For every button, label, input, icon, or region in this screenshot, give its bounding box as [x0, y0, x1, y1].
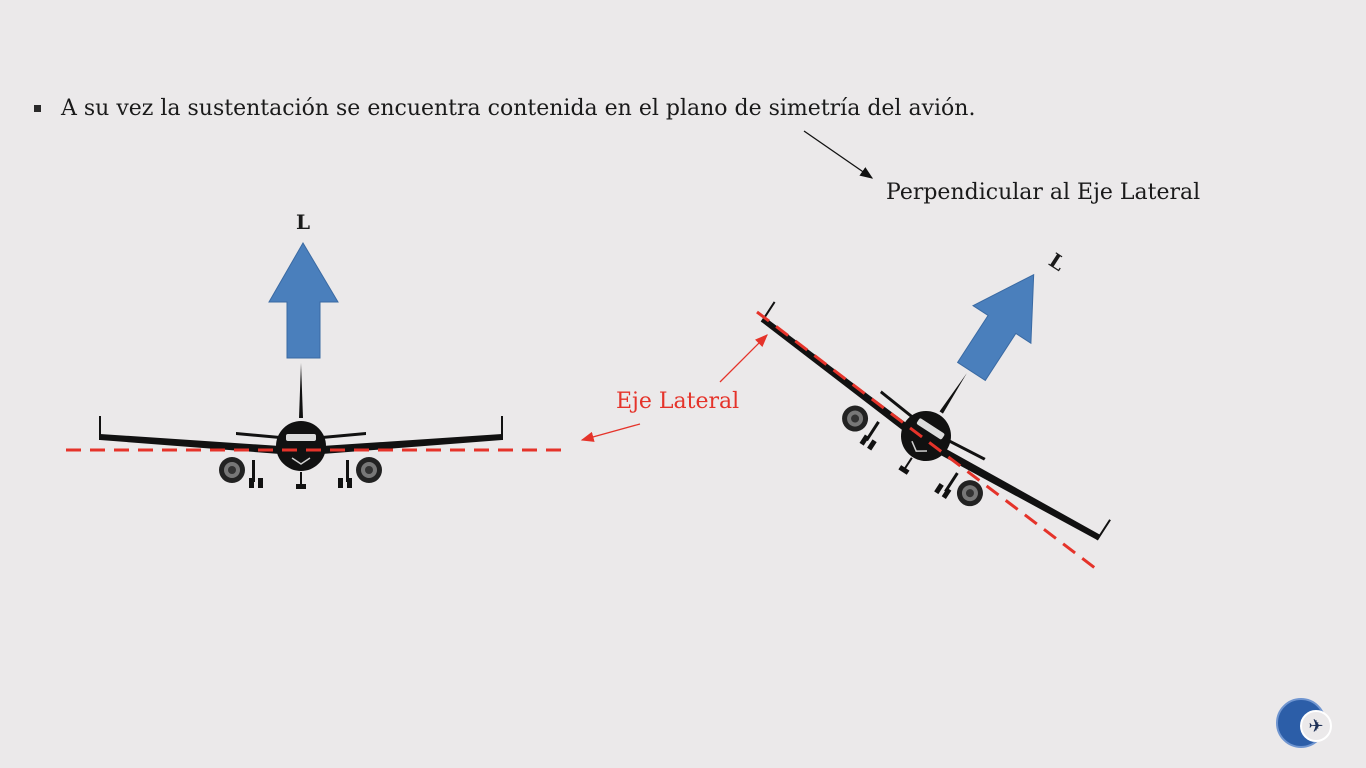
callout-pointer-arrow — [803, 130, 874, 179]
lift-arrow-left — [268, 242, 339, 359]
axis-pointer-left — [580, 423, 641, 442]
lift-arrow-right — [956, 273, 1035, 382]
bullet-text: A su vez la sustentación se encuentra co… — [61, 96, 976, 121]
lift-label-left: L — [296, 210, 311, 234]
square-bullet-icon — [34, 105, 41, 112]
airplane-logo-icon: ✈ — [1276, 698, 1332, 748]
airplane-level — [99, 242, 503, 489]
lateral-axis-label: Eje Lateral — [616, 389, 740, 414]
airplane-banked — [760, 301, 1111, 541]
bullet-point: A su vez la sustentación se encuentra co… — [34, 96, 975, 121]
callout-text: Perpendicular al Eje Lateral — [886, 180, 1201, 205]
axis-pointer-right — [719, 334, 768, 383]
